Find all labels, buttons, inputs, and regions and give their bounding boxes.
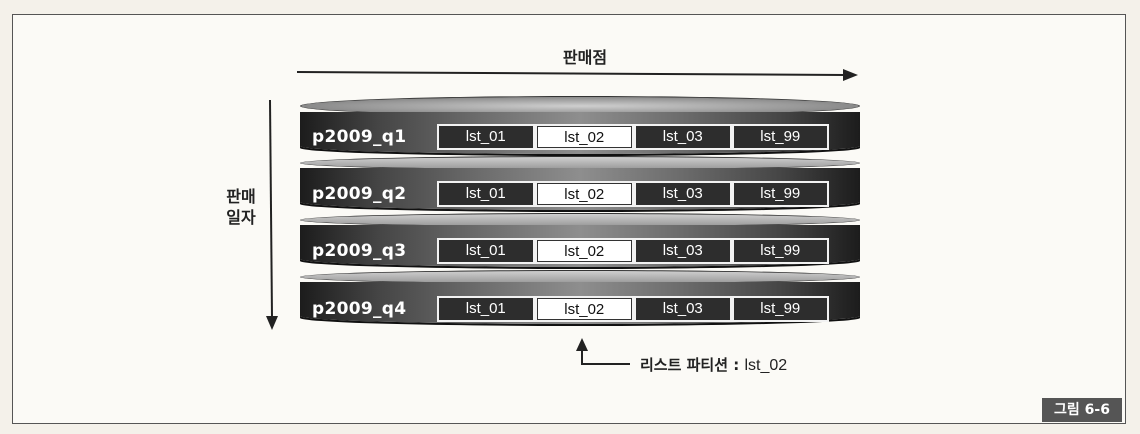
partition-cell: lst_03	[636, 240, 730, 262]
callout-value: lst_02	[744, 357, 788, 374]
partition-cell: lst_99	[733, 126, 827, 148]
y-axis-label-line: 판매	[226, 187, 256, 206]
partition-group-q2: lst_01 lst_02 lst_03 lst_99	[437, 181, 829, 207]
partition-cell-highlighted: lst_02	[536, 126, 632, 148]
x-axis-arrow	[296, 69, 858, 81]
partition-cell: lst_01	[439, 240, 533, 262]
partition-cell-highlighted: lst_02	[536, 183, 632, 205]
callout-prefix: 리스트 파티션 :	[640, 356, 745, 374]
partition-cell: lst_01	[439, 298, 533, 320]
partition-cell: lst_99	[733, 298, 827, 320]
row-label-q2: p2009_q2	[312, 184, 407, 204]
row-label-q4: p2009_q4	[312, 299, 407, 319]
callout-label: 리스트 파티션 : lst_02	[640, 354, 787, 375]
y-axis-label-line: 일자	[226, 208, 256, 227]
partition-cell-highlighted: lst_02	[536, 240, 632, 262]
partition-cell: lst_03	[636, 126, 730, 148]
partition-cell: lst_01	[439, 126, 533, 148]
partition-cell: lst_99	[733, 183, 827, 205]
partition-cell: lst_03	[636, 298, 730, 320]
partition-cell: lst_99	[733, 240, 827, 262]
figure-number-badge: 그림 6-6	[1042, 398, 1122, 422]
row-label-q3: p2009_q3	[312, 241, 407, 261]
partition-cell: lst_01	[439, 183, 533, 205]
y-axis-label: 판매 일자	[225, 186, 257, 228]
partition-group-q1: lst_01 lst_02 lst_03 lst_99	[437, 124, 829, 150]
x-axis-label: 판매점	[562, 48, 608, 67]
partition-group-q4: lst_01 lst_02 lst_03 lst_99	[437, 296, 829, 322]
partition-group-q3: lst_01 lst_02 lst_03 lst_99	[437, 238, 829, 264]
partition-cell-highlighted: lst_02	[536, 298, 632, 320]
y-axis-arrow	[266, 99, 278, 330]
callout-arrow	[576, 338, 630, 365]
row-label-q1: p2009_q1	[312, 127, 407, 147]
partition-cell: lst_03	[636, 183, 730, 205]
